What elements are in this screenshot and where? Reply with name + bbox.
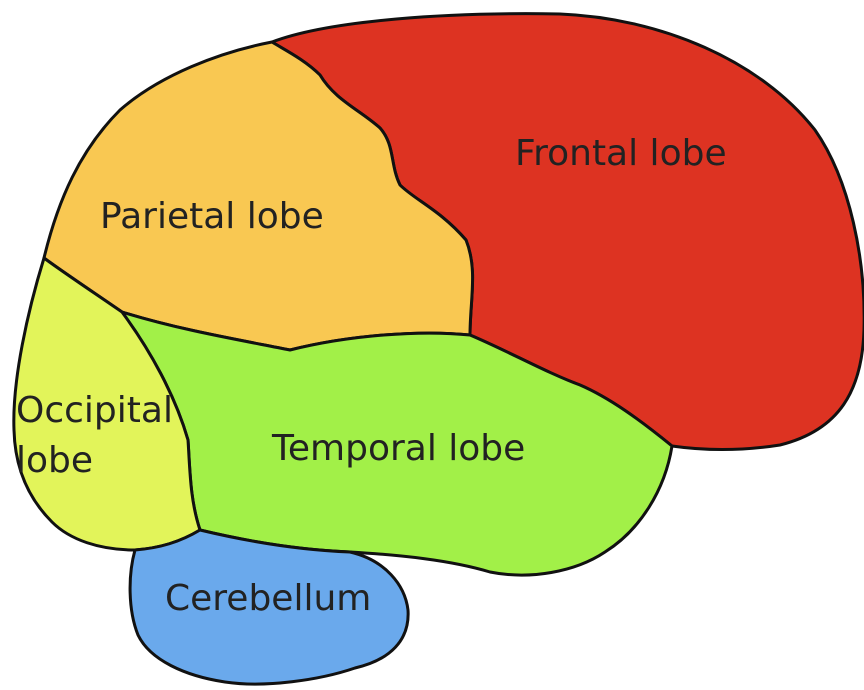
temporal-lobe-label: Temporal lobe [271, 428, 525, 469]
occipital-lobe-label-line-1: Occipital [16, 390, 173, 431]
occipital-lobe-label-line-2: lobe [16, 440, 93, 481]
frontal-lobe-label: Frontal lobe [515, 133, 727, 174]
cerebellum-label: Cerebellum [165, 578, 371, 619]
parietal-lobe-label: Parietal lobe [100, 196, 324, 237]
